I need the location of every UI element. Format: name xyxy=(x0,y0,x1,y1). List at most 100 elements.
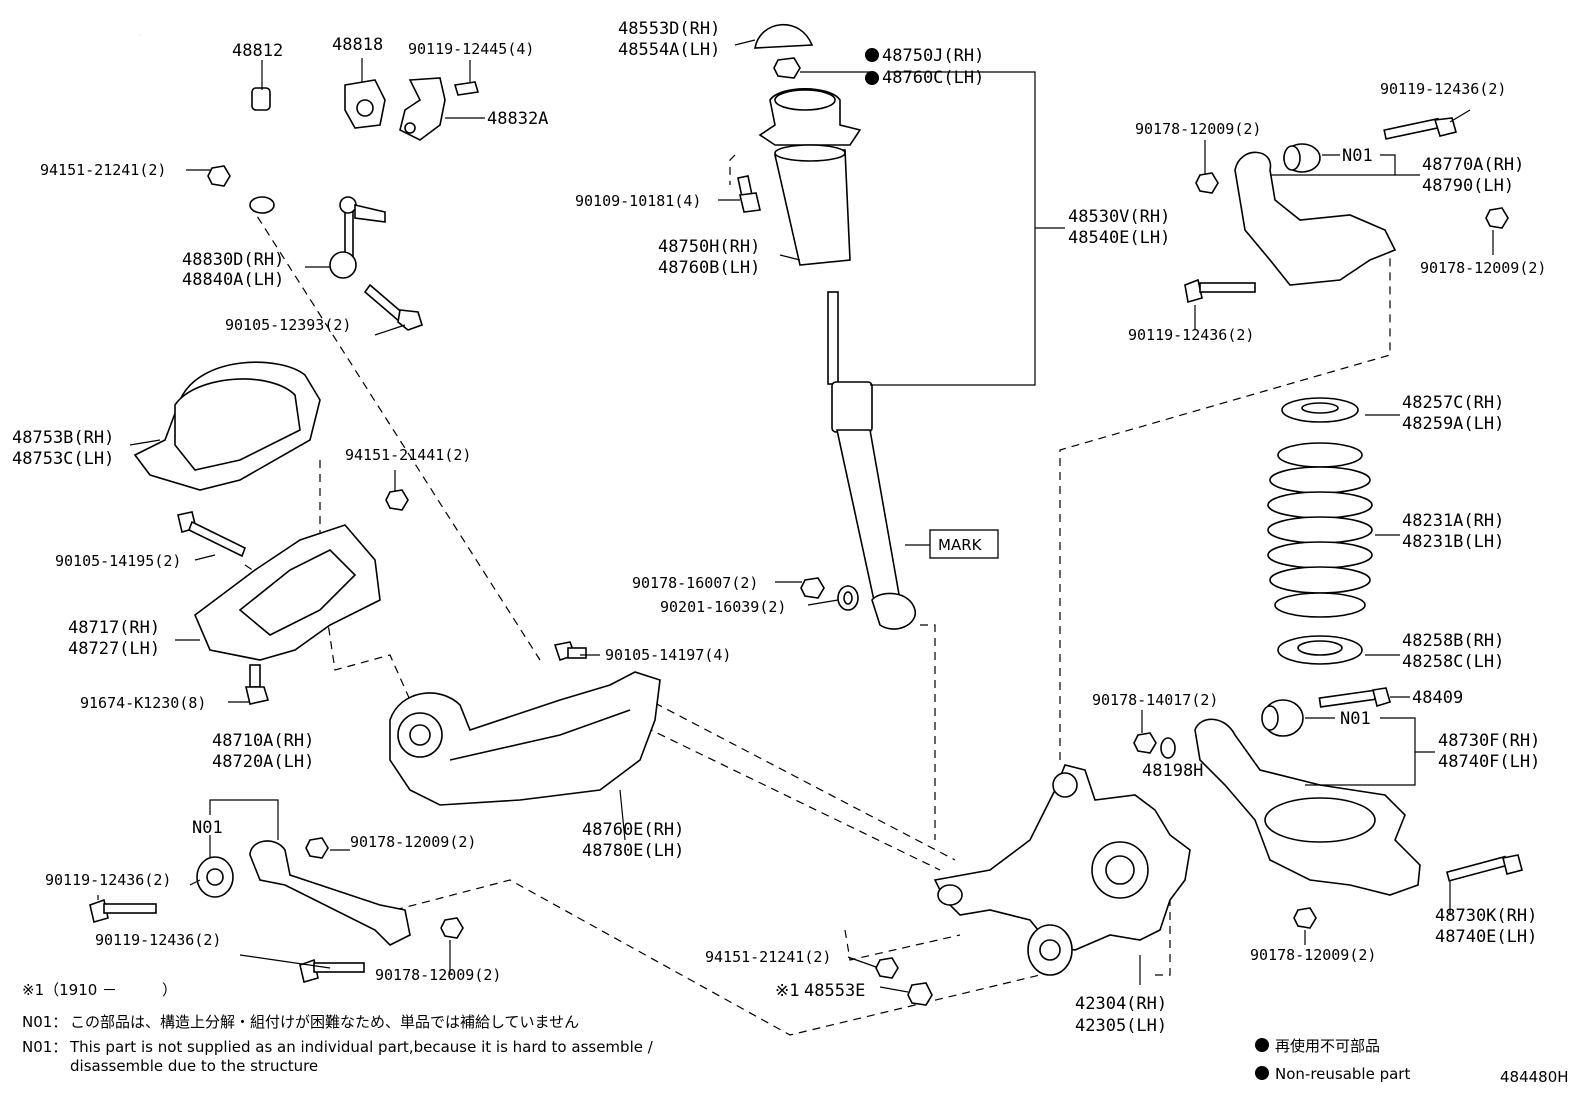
shock-nut[interactable] xyxy=(800,577,825,599)
label-bolt-lower-arm[interactable]: 48409 xyxy=(1412,688,1463,708)
toe-arm-bolt-b[interactable] xyxy=(299,958,365,983)
label-lower-arm-lh[interactable]: 48740F(LH) xyxy=(1438,752,1540,772)
label-bolt-upper-arm-bottom[interactable]: 90119-12436(2) xyxy=(1128,326,1254,344)
label-bolt-upper-arm-top[interactable]: 90119-12436(2) xyxy=(1380,80,1506,98)
label-nut-lower-arm[interactable]: 90178-14017(2) xyxy=(1092,691,1218,709)
label-bolt-stab-bracket[interactable]: 90119-12445(4) xyxy=(408,40,534,58)
label-upper-arm-lh[interactable]: 48790(LH) xyxy=(1422,176,1514,196)
toe-arm-bolt-a[interactable] xyxy=(89,898,157,923)
stabilizer-bracket[interactable] xyxy=(399,77,480,141)
label-nut-lower-arm-b[interactable]: 90178-12009(2) xyxy=(1250,946,1376,964)
lower-arm-bushing[interactable] xyxy=(1261,699,1304,737)
label-bolt-stab-link[interactable]: 90105-12393(2) xyxy=(225,316,351,334)
dust-boot[interactable] xyxy=(774,144,851,266)
spring-insulator-lower[interactable] xyxy=(1277,635,1363,665)
label-member-brace-lh[interactable]: 48753C(LH) xyxy=(12,449,114,469)
label-nut-upper-arm-b[interactable]: 90178-12009(2) xyxy=(1420,259,1546,277)
knuckle[interactable] xyxy=(933,764,1191,976)
label-bolt-trailing[interactable]: 90105-14197(4) xyxy=(605,646,731,664)
label-nut-shock-lower[interactable]: 90178-16007(2) xyxy=(632,574,758,592)
label-bolt-shock-mount[interactable]: 90109-10181(4) xyxy=(575,192,701,210)
label-nut-upper-arm-a[interactable]: 90178-12009(2) xyxy=(1135,120,1261,138)
stabilizer-link[interactable] xyxy=(329,196,386,279)
label-toe-arm-rh[interactable]: 48710A(RH) xyxy=(212,731,314,751)
lower-arm-nut-b[interactable] xyxy=(1293,907,1317,929)
top-nut[interactable] xyxy=(773,57,801,79)
label-stab-link-rh[interactable]: 48830D(RH) xyxy=(182,250,284,270)
label-bushing-upper[interactable]: N01 xyxy=(1342,146,1373,166)
toe-arm-nut-b[interactable] xyxy=(440,917,464,939)
label-spring-insulator-lower-lh[interactable]: 48258C(LH) xyxy=(1402,652,1504,672)
label-member-brace-rh[interactable]: 48753B(RH) xyxy=(12,428,114,448)
label-bolt-toe-a[interactable]: 90119-12436(2) xyxy=(45,871,171,889)
label-stab-bracket[interactable]: 48832A xyxy=(487,109,548,129)
member-brace[interactable] xyxy=(133,361,321,491)
label-nut-toe-b[interactable]: 90178-12009(2) xyxy=(375,966,501,984)
label-bracket-lh[interactable]: 48727(LH) xyxy=(68,639,160,659)
label-nut-knuckle[interactable]: 94151-21241(2) xyxy=(705,948,831,966)
shock-mount[interactable] xyxy=(758,87,862,146)
stabilizer-bar[interactable] xyxy=(138,31,335,216)
label-spring-insulator-upper-rh[interactable]: 48257C(RH) xyxy=(1402,393,1504,413)
label-toe-arm-lh[interactable]: 48720A(LH) xyxy=(212,752,314,772)
shock-absorber[interactable] xyxy=(827,291,916,630)
bracket-bolt[interactable] xyxy=(177,511,247,558)
lower-arm-bolt-b[interactable] xyxy=(1445,854,1523,882)
bracket-nut[interactable] xyxy=(385,489,409,511)
label-bracket-rh[interactable]: 48717(RH) xyxy=(68,618,160,638)
label-bolt-bracket[interactable]: 90105-14195(2) xyxy=(55,552,181,570)
trailing-arm-bolt[interactable] xyxy=(553,641,587,662)
trailing-arm[interactable] xyxy=(389,671,661,806)
lower-arm[interactable] xyxy=(1194,718,1421,896)
label-insulator-cap-lh[interactable]: 48554A(LH) xyxy=(618,40,720,60)
lower-arm-nut[interactable] xyxy=(1133,732,1157,754)
lower-arm-washer[interactable] xyxy=(1160,737,1176,759)
label-bolt-lower-arm-b-lh[interactable]: 48740E(LH) xyxy=(1435,927,1537,947)
label-stabilizer-bushing[interactable]: 48818 xyxy=(332,35,383,55)
label-stabilizer-bar[interactable]: 48812 xyxy=(232,41,283,61)
shock-washer[interactable] xyxy=(837,585,859,611)
toe-arm[interactable] xyxy=(196,840,411,946)
knuckle-nut[interactable] xyxy=(875,957,899,979)
upper-arm-bushing[interactable] xyxy=(1283,143,1321,173)
label-nut-toe[interactable]: 90178-12009(2) xyxy=(350,833,476,851)
upper-arm-bolt-top[interactable] xyxy=(1383,117,1457,140)
label-bolt-lower-arm-b-rh[interactable]: 48730K(RH) xyxy=(1435,906,1537,926)
label-knuckle-rh[interactable]: 42304(RH) xyxy=(1075,994,1167,1014)
bracket-small-bolt[interactable] xyxy=(244,664,270,705)
label-coil-spring-rh[interactable]: 48231A(RH) xyxy=(1402,511,1504,531)
label-toe-bushing[interactable]: N01 xyxy=(192,818,223,838)
label-lower-arm-rh[interactable]: 48730F(RH) xyxy=(1438,731,1540,751)
lower-arm-bolt[interactable] xyxy=(1318,687,1391,708)
label-nut-top-rh[interactable]: 48750J(RH) xyxy=(882,46,984,66)
label-dust-boot-lh[interactable]: 48760B(LH) xyxy=(658,258,760,278)
spring-insulator-upper[interactable] xyxy=(1281,397,1359,423)
label-spring-insulator-upper-lh[interactable]: 48259A(LH) xyxy=(1402,414,1504,434)
stabilizer-bushing[interactable] xyxy=(344,79,386,129)
label-nut-knuckle-part[interactable]: 48553E xyxy=(804,981,865,1001)
upper-arm-bolt-bottom[interactable] xyxy=(1184,278,1256,304)
label-nut-top-lh[interactable]: 48760C(LH) xyxy=(882,68,984,88)
label-bolt-bracket-small[interactable]: 91674-K1230(8) xyxy=(80,694,206,712)
label-trailing-arm-lh[interactable]: 48780E(LH) xyxy=(582,841,684,861)
label-shock-absorber-lh[interactable]: 48540E(LH) xyxy=(1068,228,1170,248)
label-spring-insulator-lower-rh[interactable]: 48258B(RH) xyxy=(1402,631,1504,651)
label-upper-arm-rh[interactable]: 48770A(RH) xyxy=(1422,155,1524,175)
stab-nut[interactable] xyxy=(207,165,231,187)
label-washer-lower-arm[interactable]: 48198H xyxy=(1142,761,1203,781)
shock-mount-bolt[interactable] xyxy=(737,175,761,213)
label-bolt-toe-b[interactable]: 90119-12436(2) xyxy=(95,931,221,949)
label-bushing-lower[interactable]: N01 xyxy=(1340,709,1371,729)
coil-spring[interactable] xyxy=(1267,442,1373,618)
upper-arm-nut-a[interactable] xyxy=(1195,172,1219,194)
insulator-cap[interactable] xyxy=(754,23,814,49)
label-shock-absorber-rh[interactable]: 48530V(RH) xyxy=(1068,207,1170,227)
label-insulator-cap-rh[interactable]: 48553D(RH) xyxy=(618,19,720,39)
label-washer-shock[interactable]: 90201-16039(2) xyxy=(660,598,786,616)
upper-arm-nut-b[interactable] xyxy=(1485,207,1509,229)
bracket[interactable] xyxy=(194,524,381,661)
label-nut-bracket[interactable]: 94151-21441(2) xyxy=(345,446,471,464)
stab-link-bolt[interactable] xyxy=(363,283,423,331)
label-knuckle-lh[interactable]: 42305(LH) xyxy=(1075,1016,1167,1036)
label-trailing-arm-rh[interactable]: 48760E(RH) xyxy=(582,820,684,840)
